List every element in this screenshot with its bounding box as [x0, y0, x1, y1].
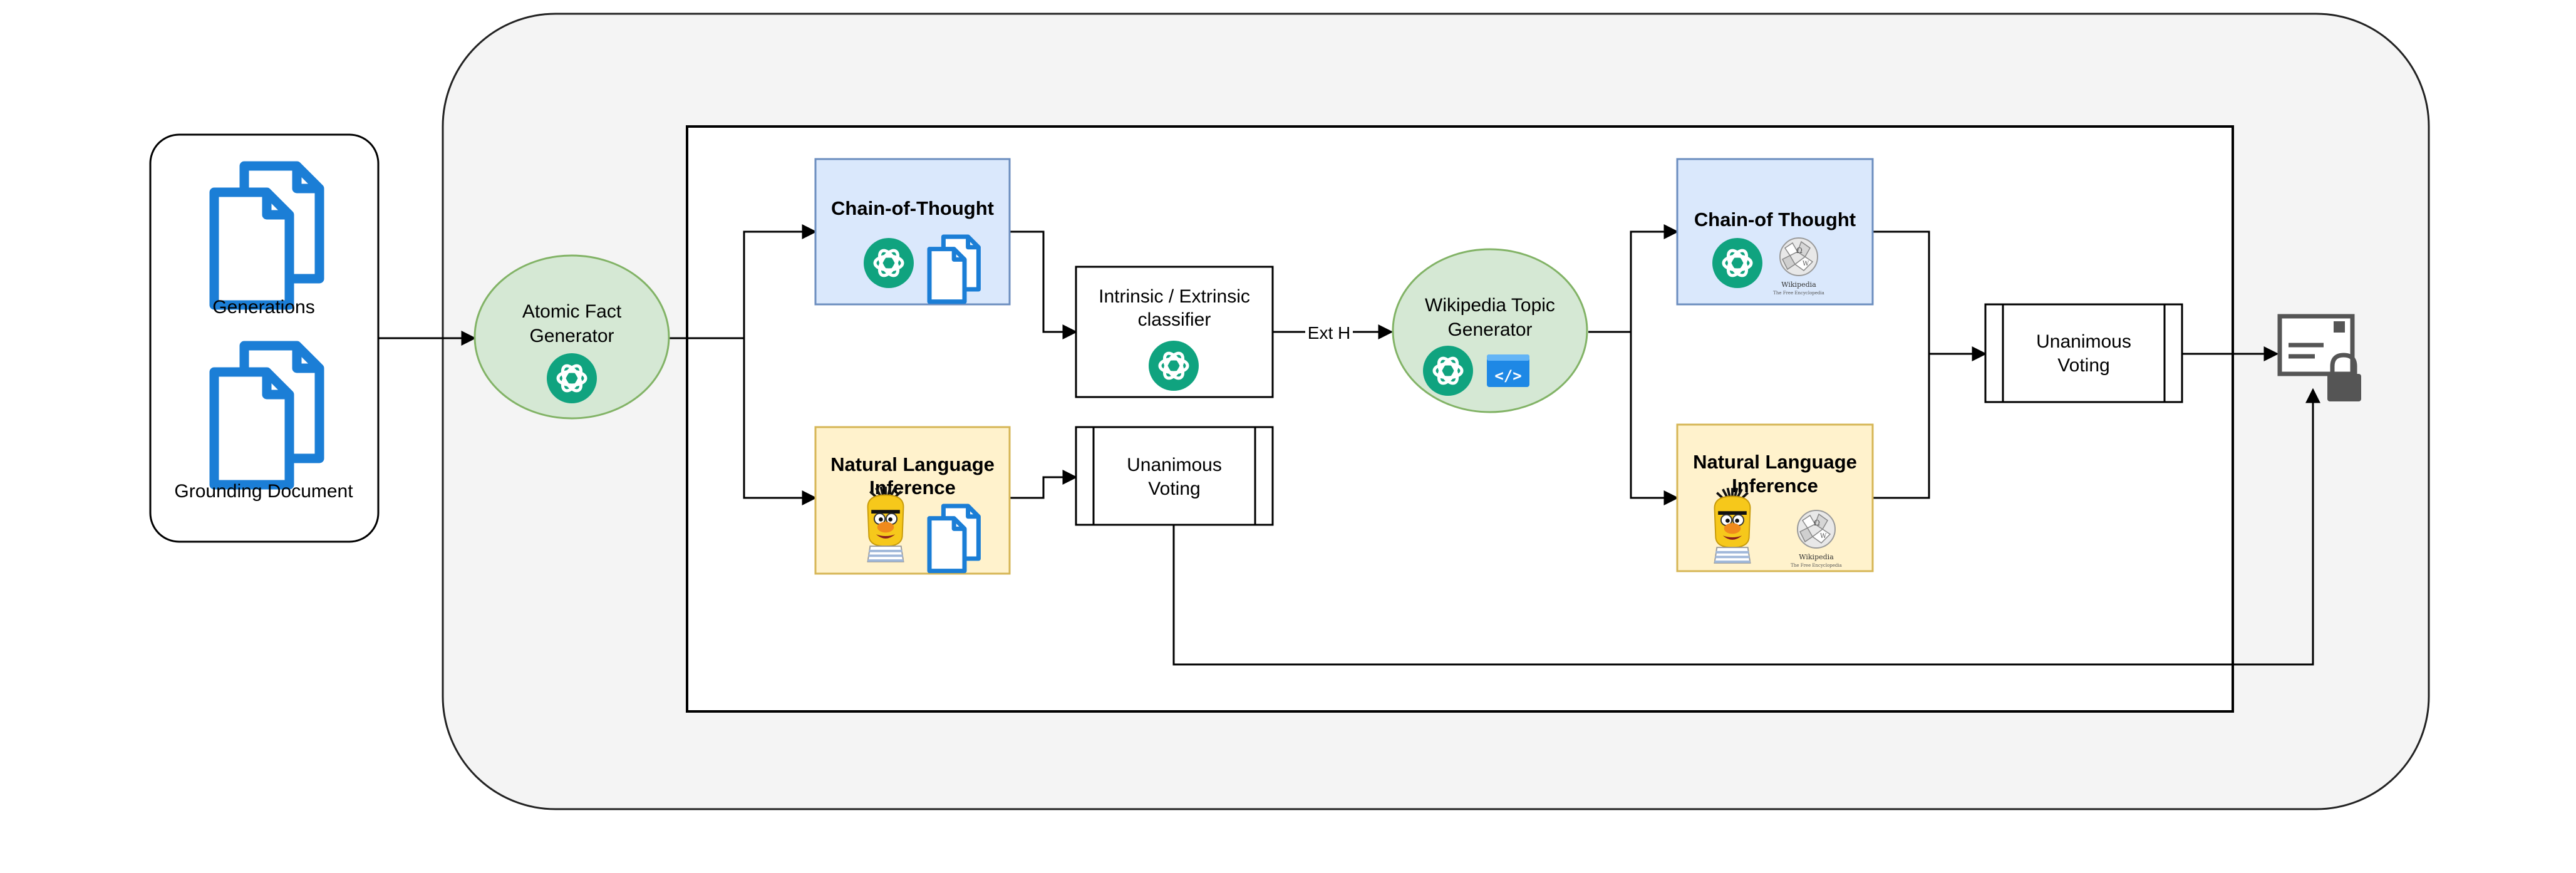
cot-right-box: Chain-of Thought Wikipedia The Free Ency… [1676, 158, 1874, 306]
voting-right-label-line2: Voting [2057, 355, 2109, 376]
ext-h-edge-label: Ext H [1308, 323, 1350, 343]
edge-nli-to-voting [1010, 470, 1078, 499]
edge-to-cot-left [743, 224, 817, 338]
input-documents-box: Generations Grounding Document [149, 133, 380, 543]
nli-right-title-line1: Natural Language [1693, 451, 1857, 473]
unanimous-voting-left: Unanimous Voting [1075, 426, 1274, 526]
wiki-topic-label-line2: Generator [1447, 319, 1532, 340]
openai-icon [864, 238, 914, 288]
openai-icon [1712, 238, 1762, 288]
edge-to-nli-left [743, 338, 817, 505]
atomic-fact-label-line2: Generator [529, 326, 614, 346]
classifier-label-line1: Intrinsic / Extrinsic [1099, 286, 1250, 307]
cot-right-title: Chain-of Thought [1694, 209, 1856, 230]
bert-icon [868, 487, 904, 562]
code-window-icon: </> [1487, 354, 1529, 387]
svg-text:The Free Encyclopedia: The Free Encyclopedia [1773, 291, 1824, 296]
openai-icon [1423, 346, 1473, 396]
edge-cot-to-classifier [1010, 230, 1078, 339]
secure-mail-icon [2277, 314, 2361, 401]
classifier-label-line2: classifier [1138, 309, 1211, 330]
edge-right-branches-merge [1873, 230, 1930, 499]
nli-right-title-line2: Inference [1732, 475, 1818, 497]
intrinsic-extrinsic-classifier: Intrinsic / Extrinsic classifier [1075, 266, 1274, 398]
openai-icon [1149, 341, 1199, 391]
wikipedia-topic-generator: Wikipedia Topic Generator </> [1392, 248, 1588, 413]
wikipedia-icon: Wikipedia The Free Encyclopedia [1791, 510, 1842, 568]
bert-icon [1715, 488, 1751, 563]
svg-text:The Free Encyclopedia: The Free Encyclopedia [1791, 563, 1842, 568]
connectors [378, 224, 2320, 666]
voting-left-label-line1: Unanimous [1127, 455, 1222, 475]
nli-left-box: Natural Language Inference [814, 426, 1011, 575]
svg-text:Wikipedia: Wikipedia [1799, 553, 1834, 561]
nli-right-box: Natural Language Inference Wikipedia The… [1676, 423, 1874, 572]
voting-left-label-line2: Voting [1148, 478, 1200, 499]
grounding-document-label: Grounding Document [174, 481, 353, 502]
cot-left-box: Chain-of-Thought [814, 158, 1011, 306]
edge-to-cot-right [1630, 224, 1679, 332]
wikipedia-icon: Wikipedia The Free Encyclopedia [1773, 237, 1824, 296]
svg-text:Wikipedia: Wikipedia [1781, 281, 1816, 289]
nli-left-title-line1: Natural Language [830, 453, 995, 475]
atomic-fact-generator: Atomic Fact Generator [473, 254, 670, 420]
wiki-topic-label-line1: Wikipedia Topic [1425, 295, 1555, 316]
edge-voting-left-to-output [1172, 388, 2320, 666]
voting-right-label-line1: Unanimous [2036, 331, 2131, 352]
cot-left-title: Chain-of-Thought [831, 197, 994, 219]
openai-icon [547, 353, 597, 403]
svg-text:</>: </> [1494, 367, 1521, 385]
generations-label: Generations [212, 297, 314, 318]
atomic-fact-label-line1: Atomic Fact [522, 301, 622, 322]
edge-to-nli-right [1630, 332, 1679, 505]
unanimous-voting-right: Unanimous Voting [1984, 303, 2183, 403]
